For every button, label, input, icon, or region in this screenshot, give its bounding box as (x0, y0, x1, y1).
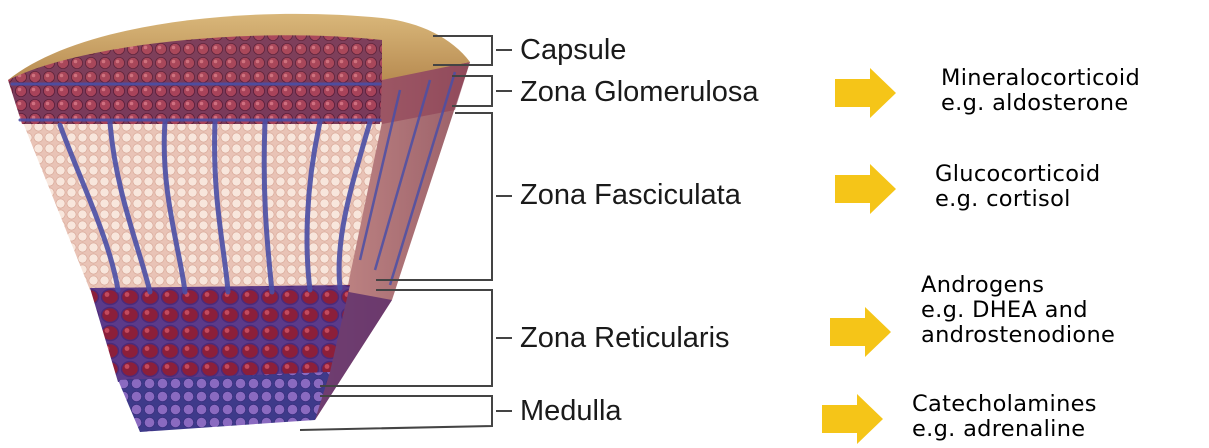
label-capsule: Capsule (520, 36, 626, 65)
arrow-icon (822, 394, 883, 444)
hormone-example-cont: androstenodione (921, 323, 1115, 348)
label-zona-fasciculata: Zona Fasciculata (520, 181, 741, 210)
hormone-class: Catecholamines (912, 392, 1097, 417)
medulla-tissue (118, 372, 330, 432)
arrow-icon (835, 164, 896, 214)
hormone-example: e.g. aldosterone (941, 91, 1140, 116)
arrow-icon (830, 307, 891, 357)
label-zona-glomerulosa: Zona Glomerulosa (520, 78, 759, 107)
hormone-example: e.g. cortisol (935, 187, 1100, 212)
arrow-icon (835, 68, 896, 118)
hormone-example: e.g. adrenaline (912, 417, 1097, 442)
zona-fasciculata-tissue (22, 120, 382, 290)
hormone-glucocorticoid: Glucocorticoid e.g. cortisol (935, 162, 1100, 212)
label-medulla: Medulla (520, 397, 622, 426)
hormone-mineralocorticoid: Mineralocorticoid e.g. aldosterone (941, 66, 1140, 116)
arrows (822, 68, 896, 444)
hormone-example: e.g. DHEA and (921, 298, 1115, 323)
hormone-class: Mineralocorticoid (941, 66, 1140, 91)
hormone-catecholamines: Catecholamines e.g. adrenaline (912, 392, 1097, 442)
zona-reticularis-tissue (90, 285, 350, 382)
hormone-class: Androgens (921, 273, 1115, 298)
hormone-class: Glucocorticoid (935, 162, 1100, 187)
zona-glomerulosa-tissue (8, 80, 382, 124)
label-zona-reticularis: Zona Reticularis (520, 324, 730, 353)
hormone-androgens: Androgens e.g. DHEA and androstenodione (921, 273, 1115, 347)
